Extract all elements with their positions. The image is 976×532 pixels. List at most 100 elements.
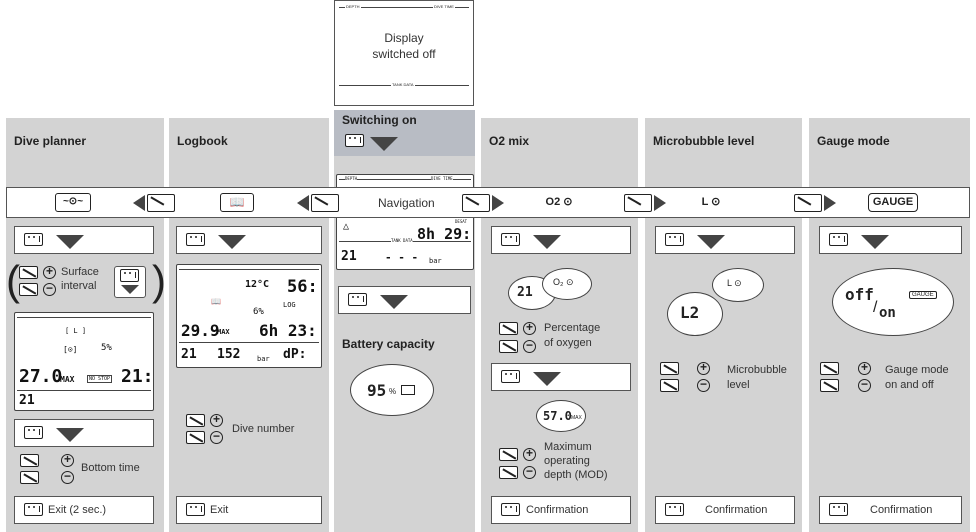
dive-planner-nav-icon: ~⊙~ bbox=[55, 193, 91, 212]
exit-label: Exit (2 sec.) bbox=[48, 504, 107, 516]
battery-unit: % bbox=[389, 387, 397, 396]
confirm-label: Confirmation bbox=[526, 504, 589, 516]
battery-icon bbox=[401, 385, 415, 395]
arrow-left-icon bbox=[133, 195, 145, 211]
microbubble-level-display: L2 bbox=[667, 292, 723, 336]
microbubble-blink-display: L ⊙ bbox=[712, 268, 764, 302]
microbubble-level-value: L2 bbox=[680, 303, 700, 322]
minus-icon: − bbox=[61, 470, 74, 484]
arrow-down-icon bbox=[56, 235, 84, 249]
display-off-panel: DEPTH DIVE TIME Display switched off TAN… bbox=[334, 0, 474, 106]
minus-icon: − bbox=[697, 378, 710, 392]
button-step-box bbox=[14, 226, 154, 254]
mod-display: 57.0 MAX bbox=[536, 400, 586, 432]
button-up-icon bbox=[186, 414, 205, 427]
button-icon bbox=[345, 134, 364, 147]
minus-icon: − bbox=[523, 339, 536, 353]
button-icon bbox=[24, 426, 43, 439]
dive-number-value: 56: bbox=[287, 277, 318, 297]
plus-icon: + bbox=[523, 447, 536, 461]
lcd-depth: 27.0 bbox=[19, 366, 63, 387]
pct-value: 5% bbox=[101, 343, 112, 353]
o2-value: 21 bbox=[341, 249, 357, 264]
lcd-max: MAX bbox=[60, 375, 75, 384]
plus-icon: + bbox=[697, 361, 710, 375]
button-up-icon bbox=[19, 266, 38, 279]
display-off-text-2: switched off bbox=[372, 47, 436, 61]
depth-label: DEPTH bbox=[345, 4, 361, 9]
battery-display: 95 % bbox=[350, 364, 434, 416]
battery-value: 95 bbox=[367, 381, 387, 400]
bottom-time-label: Bottom time bbox=[81, 462, 140, 474]
confirm-label: Confirmation bbox=[705, 504, 768, 516]
navigation-label: Navigation bbox=[378, 196, 435, 210]
button-icon bbox=[501, 233, 520, 246]
arrow-down-icon bbox=[121, 285, 139, 294]
button-up-icon bbox=[499, 322, 518, 335]
gauge-badge: GAUGE bbox=[909, 291, 937, 299]
lcd-depth: 29.9 bbox=[181, 321, 220, 340]
arrow-right-icon bbox=[824, 195, 836, 211]
switching-on-title: Switching on bbox=[342, 113, 417, 127]
mod-label-3: depth (MOD) bbox=[544, 469, 608, 481]
o2-blink-display: O₂ ⊙ bbox=[542, 268, 592, 300]
lcd-time: 21: bbox=[121, 366, 154, 387]
arrow-down-icon bbox=[533, 235, 561, 249]
arrow-down-icon bbox=[218, 235, 246, 249]
logbook-small-icon: 📖 bbox=[211, 297, 221, 306]
exit-label: Exit bbox=[210, 504, 229, 516]
column-microbubble: Microbubble level bbox=[645, 118, 802, 532]
button-down-icon bbox=[499, 466, 518, 479]
button-icon bbox=[24, 503, 43, 516]
arrow-down-icon bbox=[380, 295, 408, 309]
button-down-icon bbox=[624, 194, 652, 212]
depth-label: DEPTH bbox=[345, 176, 358, 181]
percentage-label-2: of oxygen bbox=[544, 337, 592, 349]
o2-blink-icon: O₂ ⊙ bbox=[553, 277, 574, 287]
button-icon bbox=[665, 503, 684, 516]
button-icon bbox=[186, 503, 205, 516]
confirm-label: Confirmation bbox=[870, 504, 933, 516]
minus-icon: − bbox=[210, 430, 223, 444]
button-down-icon bbox=[462, 194, 490, 212]
button-down-icon bbox=[311, 194, 339, 212]
mix-value: 21 bbox=[517, 285, 533, 300]
surface-label-1: Surface bbox=[61, 266, 99, 278]
surface-label-2: interval bbox=[61, 280, 97, 292]
logbook-lcd: 12°C 56: 📖 LOG 6% 29.9 MAX 6h 23: 21 152… bbox=[176, 264, 322, 368]
microbubble-blink-icon: L ⊙ bbox=[727, 278, 742, 288]
plus-icon: + bbox=[858, 361, 871, 375]
display-off-text-1: Display bbox=[384, 31, 424, 45]
lcd-o2: 21 bbox=[181, 347, 197, 362]
arrow-down-icon bbox=[370, 137, 398, 151]
button-icon bbox=[501, 503, 520, 516]
mod-value: 57.0 bbox=[543, 409, 572, 423]
button-up-icon bbox=[660, 362, 679, 375]
gauge-nav-icon: GAUGE bbox=[868, 193, 918, 212]
battery-title: Battery capacity bbox=[342, 337, 435, 351]
button-icon bbox=[665, 233, 684, 246]
button-icon bbox=[120, 269, 139, 282]
arrow-right-icon bbox=[492, 195, 504, 211]
no-stop-badge: NO STOP bbox=[87, 375, 113, 383]
mod-max: MAX bbox=[571, 415, 582, 421]
button-up-icon bbox=[820, 362, 839, 375]
tank-data-label: TANK DATA bbox=[391, 238, 413, 243]
dive-time-label: DIVE TIME bbox=[433, 4, 455, 9]
button-up-icon bbox=[20, 454, 39, 467]
percentage-label-1: Percentage bbox=[544, 322, 601, 334]
gauge-title: Gauge mode bbox=[817, 134, 890, 148]
button-down-icon bbox=[20, 471, 39, 484]
pct-value: 6% bbox=[253, 307, 264, 317]
dive-number-label: Dive number bbox=[232, 423, 295, 435]
desat-label: DESAT bbox=[455, 219, 468, 224]
minus-icon: − bbox=[43, 282, 56, 296]
button-up-icon bbox=[499, 448, 518, 461]
plus-icon: + bbox=[210, 413, 223, 427]
arrow-down-icon bbox=[533, 372, 561, 386]
logbook-nav-icon: 📖 bbox=[220, 193, 254, 212]
button-icon bbox=[24, 233, 43, 246]
button-icon bbox=[829, 503, 848, 516]
microbubble-label-1: Microbubble bbox=[727, 364, 787, 376]
logbook-title: Logbook bbox=[177, 134, 228, 148]
